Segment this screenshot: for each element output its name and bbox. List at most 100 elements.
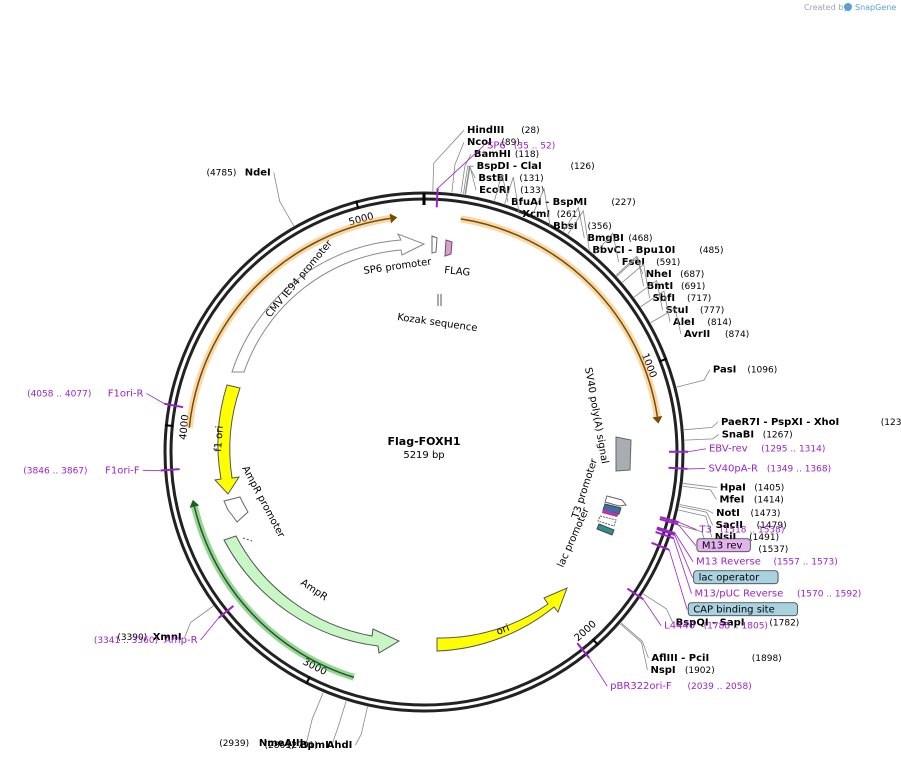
- highlight-arc-1-arrowhead: [652, 415, 663, 424]
- enzyme-site[interactable]: EcoRI(133): [479, 185, 544, 196]
- primer-site[interactable]: lac operator: [693, 570, 779, 585]
- enzyme-position: (1491): [749, 533, 779, 543]
- primer-site[interactable]: F1ori-R (4058 .. 4077): [27, 388, 143, 399]
- primer-site[interactable]: SP6(35 .. 52): [487, 140, 555, 151]
- primer-mark: [164, 402, 184, 409]
- enzyme-position: (1479): [757, 521, 787, 531]
- enzyme-site[interactable]: BpmI (2861): [264, 740, 328, 751]
- primer-mark: [576, 642, 590, 659]
- primer-name: EBV-rev: [709, 444, 748, 455]
- enzyme-site[interactable]: NdeI(4785): [206, 168, 270, 179]
- primer-site[interactable]: M13/pUC Reverse(1570 .. 1592): [695, 589, 862, 600]
- enzyme-leader-line: [615, 255, 644, 276]
- enzyme-site[interactable]: SacII(1479): [716, 520, 787, 531]
- enzyme-site[interactable]: PasI(1096): [713, 365, 777, 376]
- enzyme-site[interactable]: NotI(1473): [716, 508, 780, 519]
- primer-range: (3341 .. 3360): [94, 636, 158, 646]
- plasmid-length: 5219 bp: [403, 450, 444, 461]
- enzyme-site[interactable]: BspQI - SapI (1782): [676, 617, 800, 628]
- enzyme-name: AleI: [673, 317, 695, 328]
- enzyme-site[interactable]: NsiI (1491): [715, 532, 779, 543]
- enzyme-name: AflIII - PciI: [651, 653, 709, 664]
- enzyme-site[interactable]: BspDI - ClaI (126): [477, 161, 595, 172]
- enzyme-site[interactable]: NheI(687): [646, 269, 705, 280]
- feature-box: [696, 538, 751, 553]
- enzyme-site[interactable]: FseI(591): [622, 257, 681, 268]
- enzyme-leader-line: [563, 206, 585, 239]
- enzyme-position: (261): [557, 210, 581, 220]
- enzyme-site[interactable]: AvrII(874): [684, 329, 749, 340]
- primer-range: (1518 .. 1538): [720, 526, 784, 536]
- enzyme-site[interactable]: BamHI(118): [474, 149, 539, 160]
- enzyme-position: (126): [570, 162, 594, 172]
- snapgene-logo-icon: [844, 3, 852, 11]
- feature-ampr-promoter: AmpR promoter: [223, 464, 287, 540]
- enzyme-site[interactable]: XmnI(3390): [117, 632, 181, 643]
- primer-range: (4058 .. 4077): [27, 389, 91, 399]
- highlight-arc-3-core: [193, 506, 355, 679]
- primer-name: M13/pUC Reverse: [695, 589, 784, 600]
- enzyme-site[interactable]: HpaI(1405): [720, 482, 784, 493]
- enzyme-site[interactable]: SnaBI(1267): [722, 430, 793, 441]
- enzyme-leader-line: [616, 256, 645, 287]
- restriction-sites: HindIII(28)NcoI(89)BamHI(118)BspDI - Cla…: [117, 125, 901, 751]
- enzyme-site[interactable]: BmgBI(468): [587, 233, 652, 244]
- ampr-promoter-label: AmpR promoter: [239, 464, 286, 540]
- primer-leader-line: [674, 534, 694, 578]
- enzyme-position: (89): [501, 138, 519, 148]
- feature-arcs: [185, 213, 663, 681]
- primer-site[interactable]: M13 Reverse(1557 .. 1573): [696, 557, 838, 568]
- enzyme-site[interactable]: BbsI(356): [553, 221, 612, 232]
- enzyme-leader-line: [567, 209, 590, 251]
- primer-leader-line: [674, 533, 694, 562]
- enzyme-site[interactable]: BfuAI - BspMI(227): [511, 197, 636, 208]
- enzyme-position: (1782): [769, 618, 799, 628]
- enzyme-site[interactable]: AhdI(2791): [288, 740, 352, 751]
- enzyme-site[interactable]: AleI(814): [673, 317, 732, 328]
- enzyme-site[interactable]: StuI(777): [666, 305, 725, 316]
- enzyme-name: BbsI: [553, 221, 577, 232]
- primer-site[interactable]: F1ori-F(3846 .. 3867): [23, 465, 140, 476]
- enzyme-site[interactable]: BstBI(131): [478, 173, 543, 184]
- enzyme-position: (2861): [264, 741, 294, 751]
- primer-site[interactable]: EBV-rev(1295 .. 1314): [709, 444, 825, 455]
- primer-site[interactable]: pBR322ori-F(2039 .. 2058): [610, 681, 752, 692]
- enzyme-site[interactable]: NcoI(89): [467, 137, 520, 148]
- enzyme-site[interactable]: HindIII(28): [467, 125, 540, 136]
- enzyme-site[interactable]: MfeI(1414): [720, 494, 784, 505]
- enzyme-position: (777): [700, 306, 724, 316]
- primer-site[interactable]: M13 rev: [696, 538, 751, 553]
- enzyme-name: BspDI - ClaI: [477, 161, 542, 172]
- primer-range: (1557 .. 1573): [773, 558, 837, 568]
- primer-site[interactable]: L4440(1788 .. 1805): [664, 621, 768, 632]
- feature-box-label: lac operator: [699, 573, 760, 584]
- primer-mark: [435, 188, 439, 208]
- enzyme-site[interactable]: PaeR7I - PspXI - XhoI(1234): [721, 417, 901, 428]
- primer-leader-line: [678, 521, 697, 531]
- primer-site[interactable]: Amp-R(3341 .. 3360): [94, 635, 198, 646]
- enzyme-site[interactable]: BmtI(691): [647, 281, 706, 292]
- enzyme-name: BspQI - SapI: [676, 617, 745, 628]
- enzyme-name: NsiI: [715, 532, 736, 543]
- primer-site[interactable]: SV40pA-R(1349 .. 1368): [708, 463, 831, 474]
- enzyme-name: BbvCI - Bpu10I: [592, 245, 675, 256]
- primer-name: F1ori-R: [108, 388, 144, 399]
- primer-range: (1788 .. 1805): [704, 622, 768, 632]
- primer-leader-line: [687, 448, 707, 453]
- primer-name: SV40pA-R: [708, 463, 757, 474]
- enzyme-name: HpaI: [720, 482, 746, 493]
- enzyme-site[interactable]: NmeAIII(2939): [219, 738, 303, 749]
- primer-leader-line: [588, 657, 608, 687]
- kozak-label: Kozak sequence: [397, 312, 478, 334]
- enzyme-leader-line: [678, 509, 713, 538]
- enzyme-site[interactable]: BbvCI - Bpu10I(485): [592, 245, 723, 256]
- primer-site[interactable]: T3(1518 .. 1538): [699, 525, 785, 536]
- enzyme-site[interactable]: AflIII - PciI(1898): [651, 653, 781, 664]
- enzyme-name: BpmI: [300, 740, 329, 751]
- enzyme-site[interactable]: XcmI(261): [522, 209, 581, 220]
- enzyme-site[interactable]: SbfI(717): [653, 293, 712, 304]
- primer-site[interactable]: CAP binding site: [687, 602, 798, 617]
- watermark-prefix: Created by: [804, 3, 848, 12]
- enzyme-site[interactable]: NspI(1902): [650, 665, 714, 676]
- enzyme-leader-line: [494, 173, 509, 203]
